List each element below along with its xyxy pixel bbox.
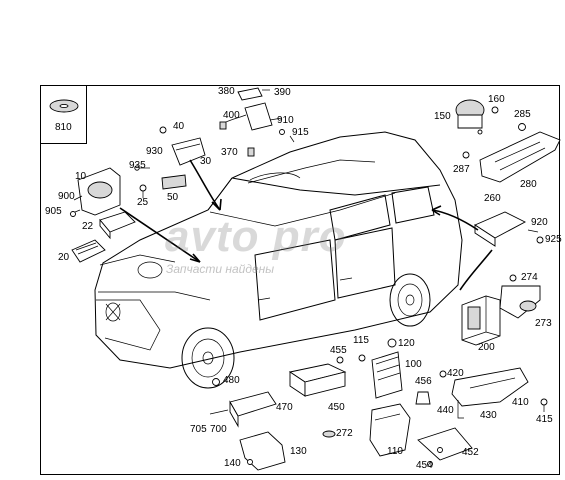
callout-20: 20 <box>58 252 70 263</box>
callout-120: 120 <box>398 338 415 349</box>
callout-925: 925 <box>545 234 562 245</box>
callout-115: 115 <box>353 335 369 346</box>
callout-287: 287 <box>453 164 470 175</box>
arrow-icon <box>119 159 493 291</box>
callout-910: 910 <box>277 115 294 126</box>
callout-456: 456 <box>415 376 432 387</box>
callout-400: 400 <box>223 110 240 121</box>
cd-disc-icon <box>49 99 79 113</box>
callout-450: 450 <box>328 402 345 413</box>
callout-420: 420 <box>447 368 464 379</box>
callout-272: 272 <box>336 428 353 439</box>
callout-200: 200 <box>478 342 495 353</box>
component-parts <box>69 87 295 263</box>
callout-280: 280 <box>520 179 537 190</box>
callout-452: 452 <box>462 447 479 458</box>
watermark-logo: avto pro <box>165 212 347 261</box>
callout-100: 100 <box>405 359 422 370</box>
software-box <box>40 85 87 144</box>
watermark-caption: Запчасти найдены <box>166 262 275 276</box>
callout-50: 50 <box>167 192 179 203</box>
callout-430: 430 <box>480 410 497 421</box>
callout-273: 273 <box>535 318 552 329</box>
callout-810: 810 <box>55 122 72 133</box>
callout-380: 380 <box>218 86 235 97</box>
callout-935: 935 <box>129 160 146 171</box>
callout-415: 415 <box>536 414 553 425</box>
callout-30: 30 <box>200 156 212 167</box>
callout-140: 140 <box>224 458 241 469</box>
callout-160: 160 <box>488 94 505 105</box>
component-parts-right <box>209 99 561 471</box>
callout-285: 285 <box>514 109 531 120</box>
vehicle-suv-icon <box>94 131 463 389</box>
callout-705: 705 <box>190 424 207 435</box>
callout-274: 274 <box>521 272 538 283</box>
callout-480: 480 <box>223 375 240 386</box>
callout-110: 110 <box>387 446 403 457</box>
callout-150: 150 <box>434 111 451 122</box>
callout-920: 920 <box>531 217 548 228</box>
callout-455: 455 <box>330 345 347 356</box>
callout-390: 390 <box>274 87 291 98</box>
callout-40: 40 <box>173 121 185 132</box>
callout-22: 22 <box>82 221 94 232</box>
callout-905: 905 <box>45 206 62 217</box>
callout-10: 10 <box>75 171 87 182</box>
callout-410: 410 <box>512 397 529 408</box>
callout-700: 700 <box>210 424 227 435</box>
callout-260: 260 <box>484 193 501 204</box>
callout-470: 470 <box>276 402 293 413</box>
callout-915: 915 <box>292 127 309 138</box>
callout-900: 900 <box>58 191 75 202</box>
diagram-frame <box>40 85 560 475</box>
callout-930: 930 <box>146 146 163 157</box>
callout-25: 25 <box>137 197 149 208</box>
callout-130: 130 <box>290 446 307 457</box>
callout-440: 440 <box>437 405 454 416</box>
callout-454: 454 <box>416 460 433 471</box>
callout-370: 370 <box>221 147 238 158</box>
